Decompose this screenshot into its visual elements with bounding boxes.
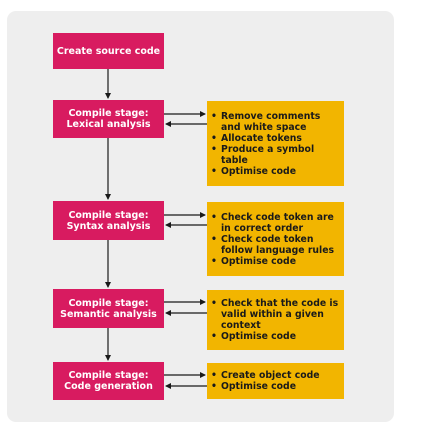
- semantic-notes-box: Check that the code is valid within a gi…: [207, 290, 344, 350]
- stage-codegen-line1: Compile stage:: [68, 370, 149, 381]
- lexical-note: Allocate tokens: [211, 133, 340, 144]
- syntax-note: Optimise code: [211, 256, 340, 267]
- codegen-notes-box: Create object code Optimise code: [207, 363, 344, 399]
- semantic-note: Optimise code: [211, 331, 340, 342]
- semantic-note: Check that the code is valid within a gi…: [211, 298, 340, 331]
- lexical-note: Remove comments and white space: [211, 111, 340, 133]
- stage-syntax-line2: Syntax analysis: [66, 220, 151, 232]
- stage-lexical-line2: Lexical analysis: [66, 119, 151, 130]
- start-box: Create source code: [53, 33, 164, 69]
- stage-codegen-box: Compile stage: Code generation: [53, 362, 164, 400]
- lexical-note: Produce a symbol table: [211, 144, 340, 166]
- stage-lexical-line1: Compile stage:: [68, 108, 149, 119]
- codegen-note: Optimise code: [211, 381, 340, 392]
- lexical-note: Optimise code: [211, 166, 340, 177]
- stage-syntax-box: Compile stage: Syntax analysis: [53, 201, 164, 240]
- codegen-note: Create object code: [211, 370, 340, 381]
- stage-semantic-line2: Semantic analysis: [60, 308, 157, 320]
- syntax-note: Check code token follow language rules: [211, 234, 340, 256]
- start-box-label: Create source code: [56, 45, 161, 57]
- syntax-notes-box: Check code token are in correct order Ch…: [207, 202, 344, 276]
- lexical-notes-box: Remove comments and white space Allocate…: [207, 101, 344, 186]
- syntax-note: Check code token are in correct order: [211, 212, 340, 234]
- stage-semantic-box: Compile stage: Semantic analysis: [53, 289, 164, 328]
- stage-lexical-box: Compile stage: Lexical analysis: [53, 100, 164, 138]
- stage-syntax-line1: Compile stage:: [68, 209, 149, 221]
- stage-semantic-line1: Compile stage:: [68, 297, 149, 309]
- stage-codegen-line2: Code generation: [64, 381, 153, 392]
